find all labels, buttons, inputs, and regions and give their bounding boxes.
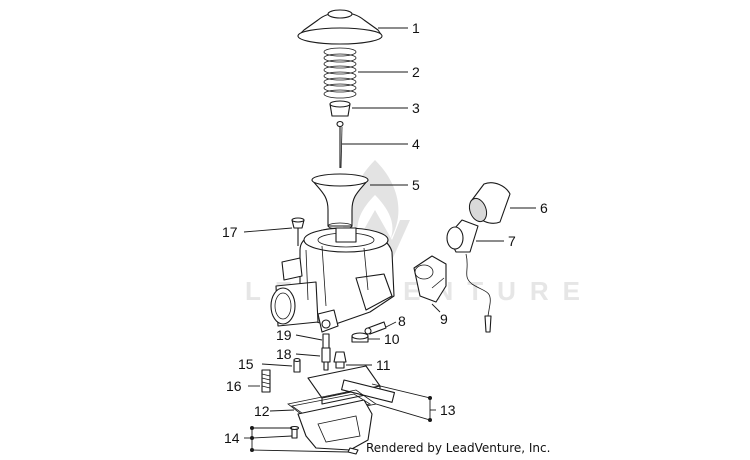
part-float-bowl [297,399,373,451]
part-15-pilot-jet [293,357,301,373]
callout-11: 11 [376,357,391,373]
callout-4: 4 [412,136,420,152]
part-18-needle-jet [321,347,331,371]
part-7-choke-plunger [446,219,492,333]
part-10-nut [351,332,369,343]
part-2-spring [323,47,357,99]
part-3-needle-retainer [329,100,351,117]
part-11-main-jet [333,351,347,369]
callout-14: 14 [224,430,240,446]
callout-5: 5 [412,177,420,193]
part-6-choke-cap [468,182,511,224]
part-17-screw [291,217,305,246]
part-4-jet-needle [336,120,344,169]
leader-lines [243,27,536,453]
callout-labels: 1 2 3 4 5 6 7 8 9 10 11 12 13 14 15 16 1… [222,20,548,446]
callout-7: 7 [508,233,516,249]
callout-15: 15 [238,356,254,372]
part-5-slide-diaphragm [311,173,369,230]
callout-9: 9 [440,311,448,327]
carburetor-body [270,227,395,333]
part-9-starter-housing [413,255,447,303]
callout-1: 1 [412,20,420,36]
callout-19: 19 [276,327,292,343]
callout-13: 13 [440,402,456,418]
callout-12: 12 [254,403,270,419]
footer-credit: Rendered by LeadVenture, Inc. [366,441,550,455]
callout-2: 2 [412,64,420,80]
callout-17: 17 [222,224,238,240]
part-16-idle-screw [261,369,271,393]
part-1-top-cover [297,9,383,45]
callout-18: 18 [276,346,292,362]
part-float [307,365,396,405]
part-8-screw [364,321,387,335]
callout-6: 6 [540,200,548,216]
callout-16: 16 [226,378,242,394]
callout-8: 8 [398,313,406,329]
callout-10: 10 [384,331,400,347]
callout-3: 3 [412,100,420,116]
